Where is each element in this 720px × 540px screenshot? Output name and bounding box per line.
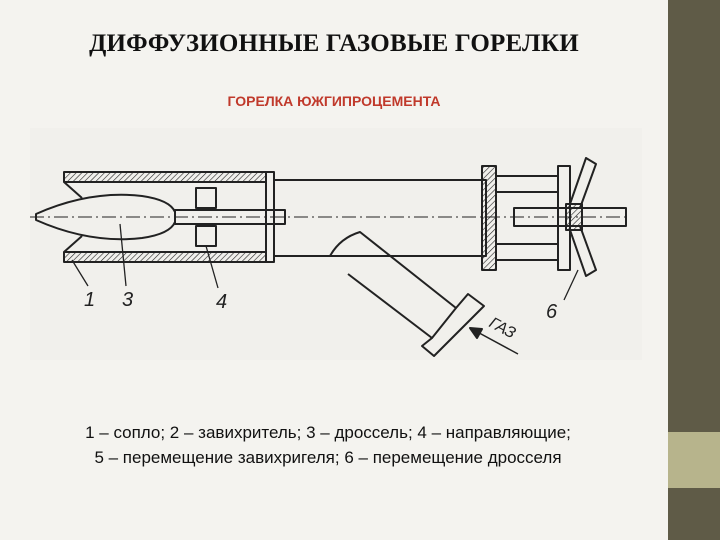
side-band-bottom bbox=[668, 488, 720, 540]
leader-line-6 bbox=[563, 269, 579, 301]
burner-diagram: 1 3 4 6 ГАЗ bbox=[30, 157, 630, 357]
label-part-3: 3 bbox=[122, 289, 133, 311]
label-part-4: 4 bbox=[216, 291, 227, 313]
side-band-top bbox=[668, 0, 720, 432]
slide-title: ДИФФУЗИОННЫЕ ГАЗОВЫЕ ГОРЕЛКИ bbox=[89, 30, 579, 57]
figure-caption: 1 – сопло; 2 – завихритель; 3 – дроссель… bbox=[8, 420, 648, 470]
gas-flow-arrow bbox=[469, 327, 519, 355]
label-part-6: 6 bbox=[546, 301, 558, 323]
leader-line-1 bbox=[71, 259, 89, 287]
label-gas: ГАЗ bbox=[486, 315, 518, 343]
caption-line-1: 1 – сопло; 2 – завихритель; 3 – дроссель… bbox=[85, 423, 571, 442]
side-band-accent bbox=[668, 432, 720, 488]
main-pipe bbox=[273, 165, 571, 271]
burner-drawing-panel: 1 3 4 6 ГАЗ bbox=[30, 128, 642, 360]
label-part-1: 1 bbox=[84, 289, 95, 311]
caption-line-2: 5 – перемещение завихригеля; 6 – перемещ… bbox=[94, 448, 562, 467]
leader-line-3 bbox=[119, 223, 127, 287]
slide-subtitle: ГОРЕЛКА ЮЖГИПРОЦЕМЕНТА bbox=[227, 93, 441, 109]
leader-line-4 bbox=[205, 245, 219, 289]
gas-inlet-branch bbox=[329, 231, 485, 357]
adjusting-screw bbox=[513, 157, 627, 277]
